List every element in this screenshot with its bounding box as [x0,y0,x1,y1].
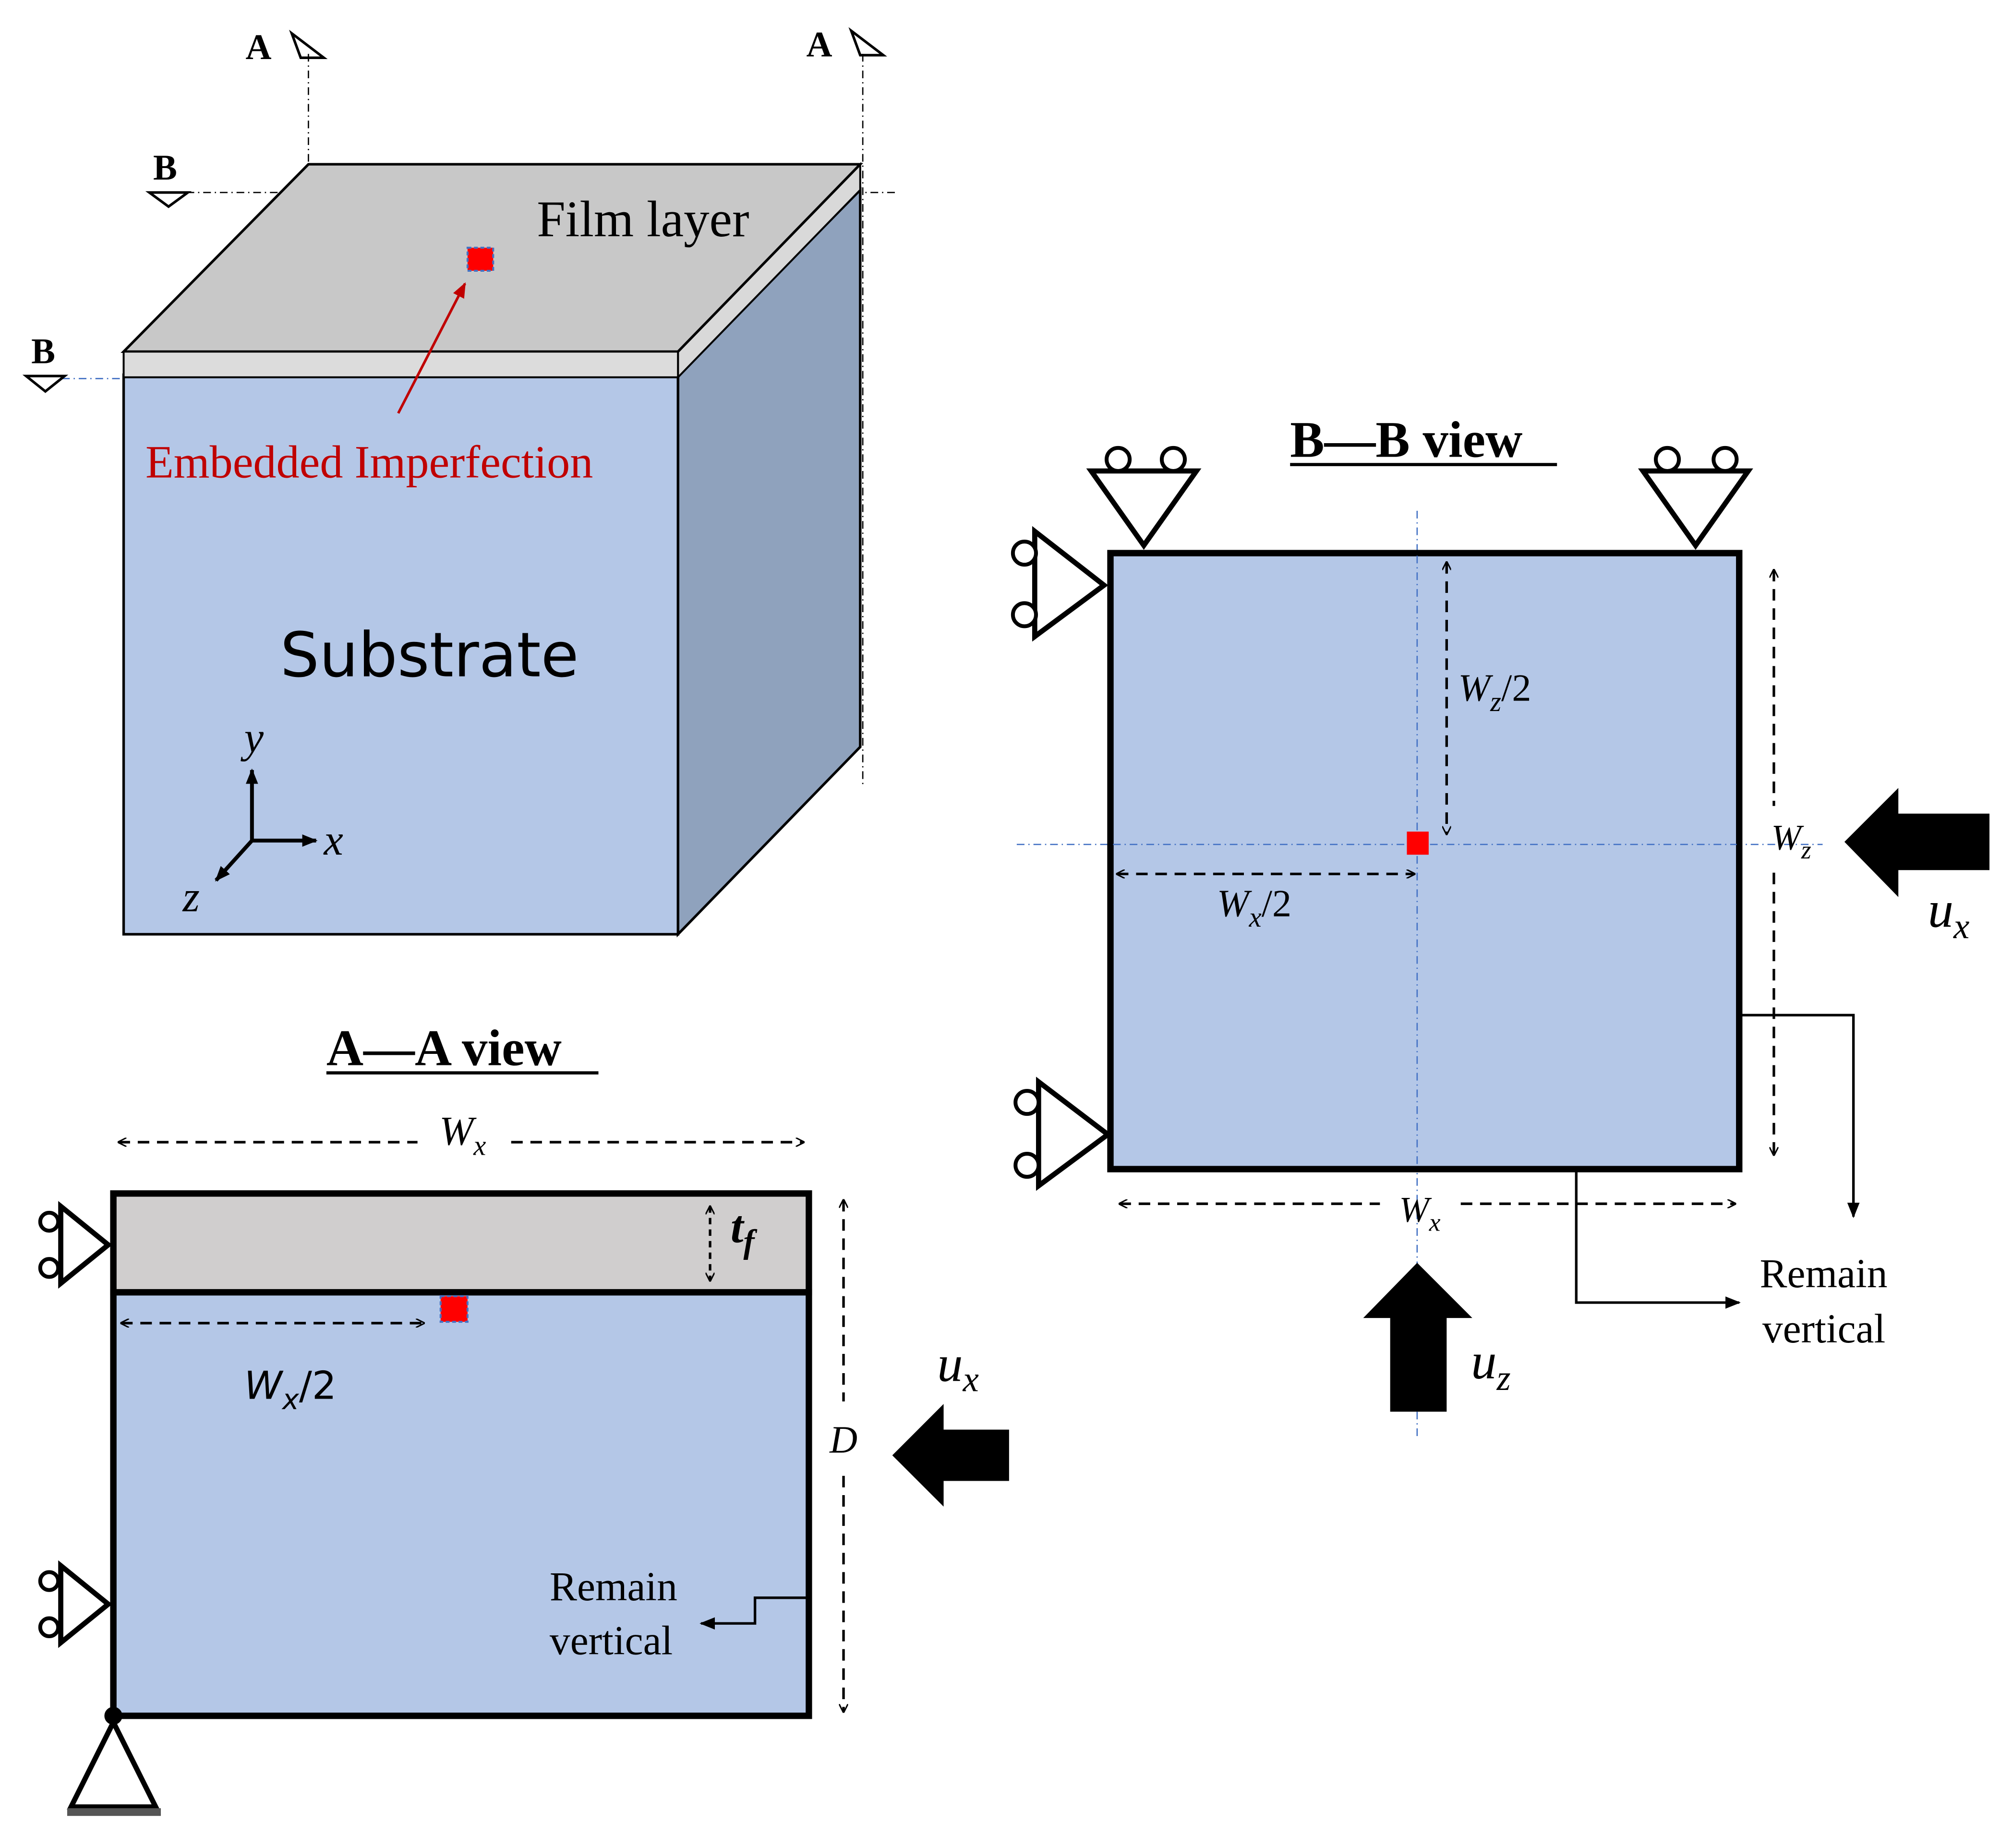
aa-width-label: Wx [439,1108,486,1161]
aa-imperfection-marker [439,1295,469,1323]
imperfection-marker [466,246,494,272]
bb-load-x-arrow [1844,788,1989,897]
aa-remain-leader [699,1596,807,1630]
bb-roller-support-left-bottom [1013,1076,1112,1191]
bb-remain-leader-right [1739,1014,1860,1219]
bb-load-x-label: ux [1928,882,1970,946]
aa-load-label: ux [937,1336,979,1399]
coordinate-axes: y x z [181,713,343,920]
aa-roller-support-bottom [38,1560,112,1648]
section-a-right-symbol [848,27,887,57]
aa-roller-support-top [38,1201,112,1289]
aa-half-width-label: Wx/2 [244,1363,337,1415]
axis-z-label: z [181,872,199,921]
aa-remain-label-line1: Remain [550,1564,677,1609]
bb-view: B—B view Wz/2 Wx/2 Wz Wx ux uz Re [1011,412,1989,1440]
bb-remain-label-line1: Remain [1760,1251,1888,1296]
axis-y-label: y [241,713,264,761]
bb-cross-section [1107,550,1743,1172]
bb-remain-label-line2: vertical [1762,1306,1885,1352]
bb-wx-label: Wx [1399,1190,1440,1237]
axis-z-arrow [215,839,253,882]
bb-wz-label: Wz [1772,818,1811,864]
imperfection-arrow [397,282,466,414]
bb-remain-leader-bottom [1575,1169,1741,1309]
section-b-top-label: B [153,148,177,188]
film-layer-label: Film layer [537,191,749,248]
aa-remain-label-line2: vertical [550,1618,673,1663]
film-front-face [122,350,679,378]
aa-film-layer [110,1190,812,1296]
bb-roller-support-left-top [1011,526,1109,642]
bb-imperfection-marker [1407,832,1429,855]
section-a-right-label: A [807,25,832,65]
aa-pin-support [67,1706,161,1816]
substrate-front-face [122,373,679,936]
bb-view-title: B—B view [1290,412,1522,469]
bb-roller-support-top-right [1638,446,1753,550]
section-a-left-label: A [245,27,271,67]
section-b-bottom-symbol [22,374,69,393]
bb-half-z-label: Wz/2 [1458,667,1531,717]
isometric-block: Film layer Embedded Imperfection Substra… [22,25,896,938]
section-a-left-symbol [289,29,328,59]
aa-view-title: A—A view [326,1020,562,1077]
bb-load-z-arrow [1363,1263,1472,1412]
section-b-top-symbol [145,191,192,208]
axis-x-label: x [323,816,343,864]
aa-depth-label: D [829,1419,857,1461]
substrate-label: Substrate [280,620,579,691]
bb-load-z-label: uz [1471,1333,1511,1398]
aa-load-arrow [892,1404,1009,1507]
bb-half-x-label: Wx/2 [1217,882,1291,932]
section-b-bottom-label: B [31,331,55,371]
aa-view: A—A view Wx tf Wx/2 D ux Remain vertical [38,1020,1009,1816]
imperfection-label: Embedded Imperfection [145,436,593,487]
bb-roller-support-top-left [1086,446,1202,550]
aa-substrate [110,1289,812,1719]
